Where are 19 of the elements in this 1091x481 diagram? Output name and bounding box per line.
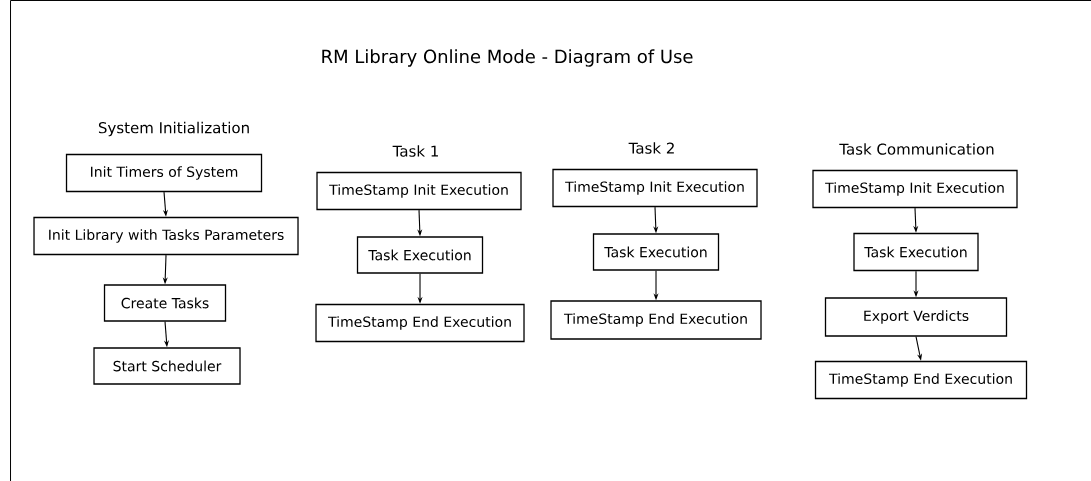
process-box: Start Scheduler [93, 347, 241, 385]
process-box: TimeStamp Init Execution [552, 168, 758, 208]
column-heading: Task 1 [392, 145, 438, 157]
column-heading: Task Communication [839, 143, 994, 155]
column-heading: System Initialization [98, 121, 249, 137]
process-box: Task Execution [356, 236, 484, 274]
process-box: Init Timers of System [65, 153, 263, 193]
diagram-title: RM Library Online Mode - Diagram of Use [322, 49, 693, 67]
process-box: TimeStamp End Execution [814, 360, 1028, 400]
process-box: TimeStamp End Execution [550, 300, 762, 340]
process-box: TimeStamp Init Execution [316, 171, 522, 211]
process-box: Task Execution [592, 233, 720, 271]
process-box: Create Tasks [103, 284, 227, 322]
process-box: Export Verdicts [824, 297, 1008, 337]
column-heading: Task 2 [628, 142, 674, 154]
process-box: Task Execution [853, 232, 979, 272]
process-box: TimeStamp Init Execution [812, 169, 1018, 209]
process-box: Init Library with Tasks Parameters [33, 216, 299, 256]
process-box: TimeStamp End Execution [315, 303, 525, 343]
